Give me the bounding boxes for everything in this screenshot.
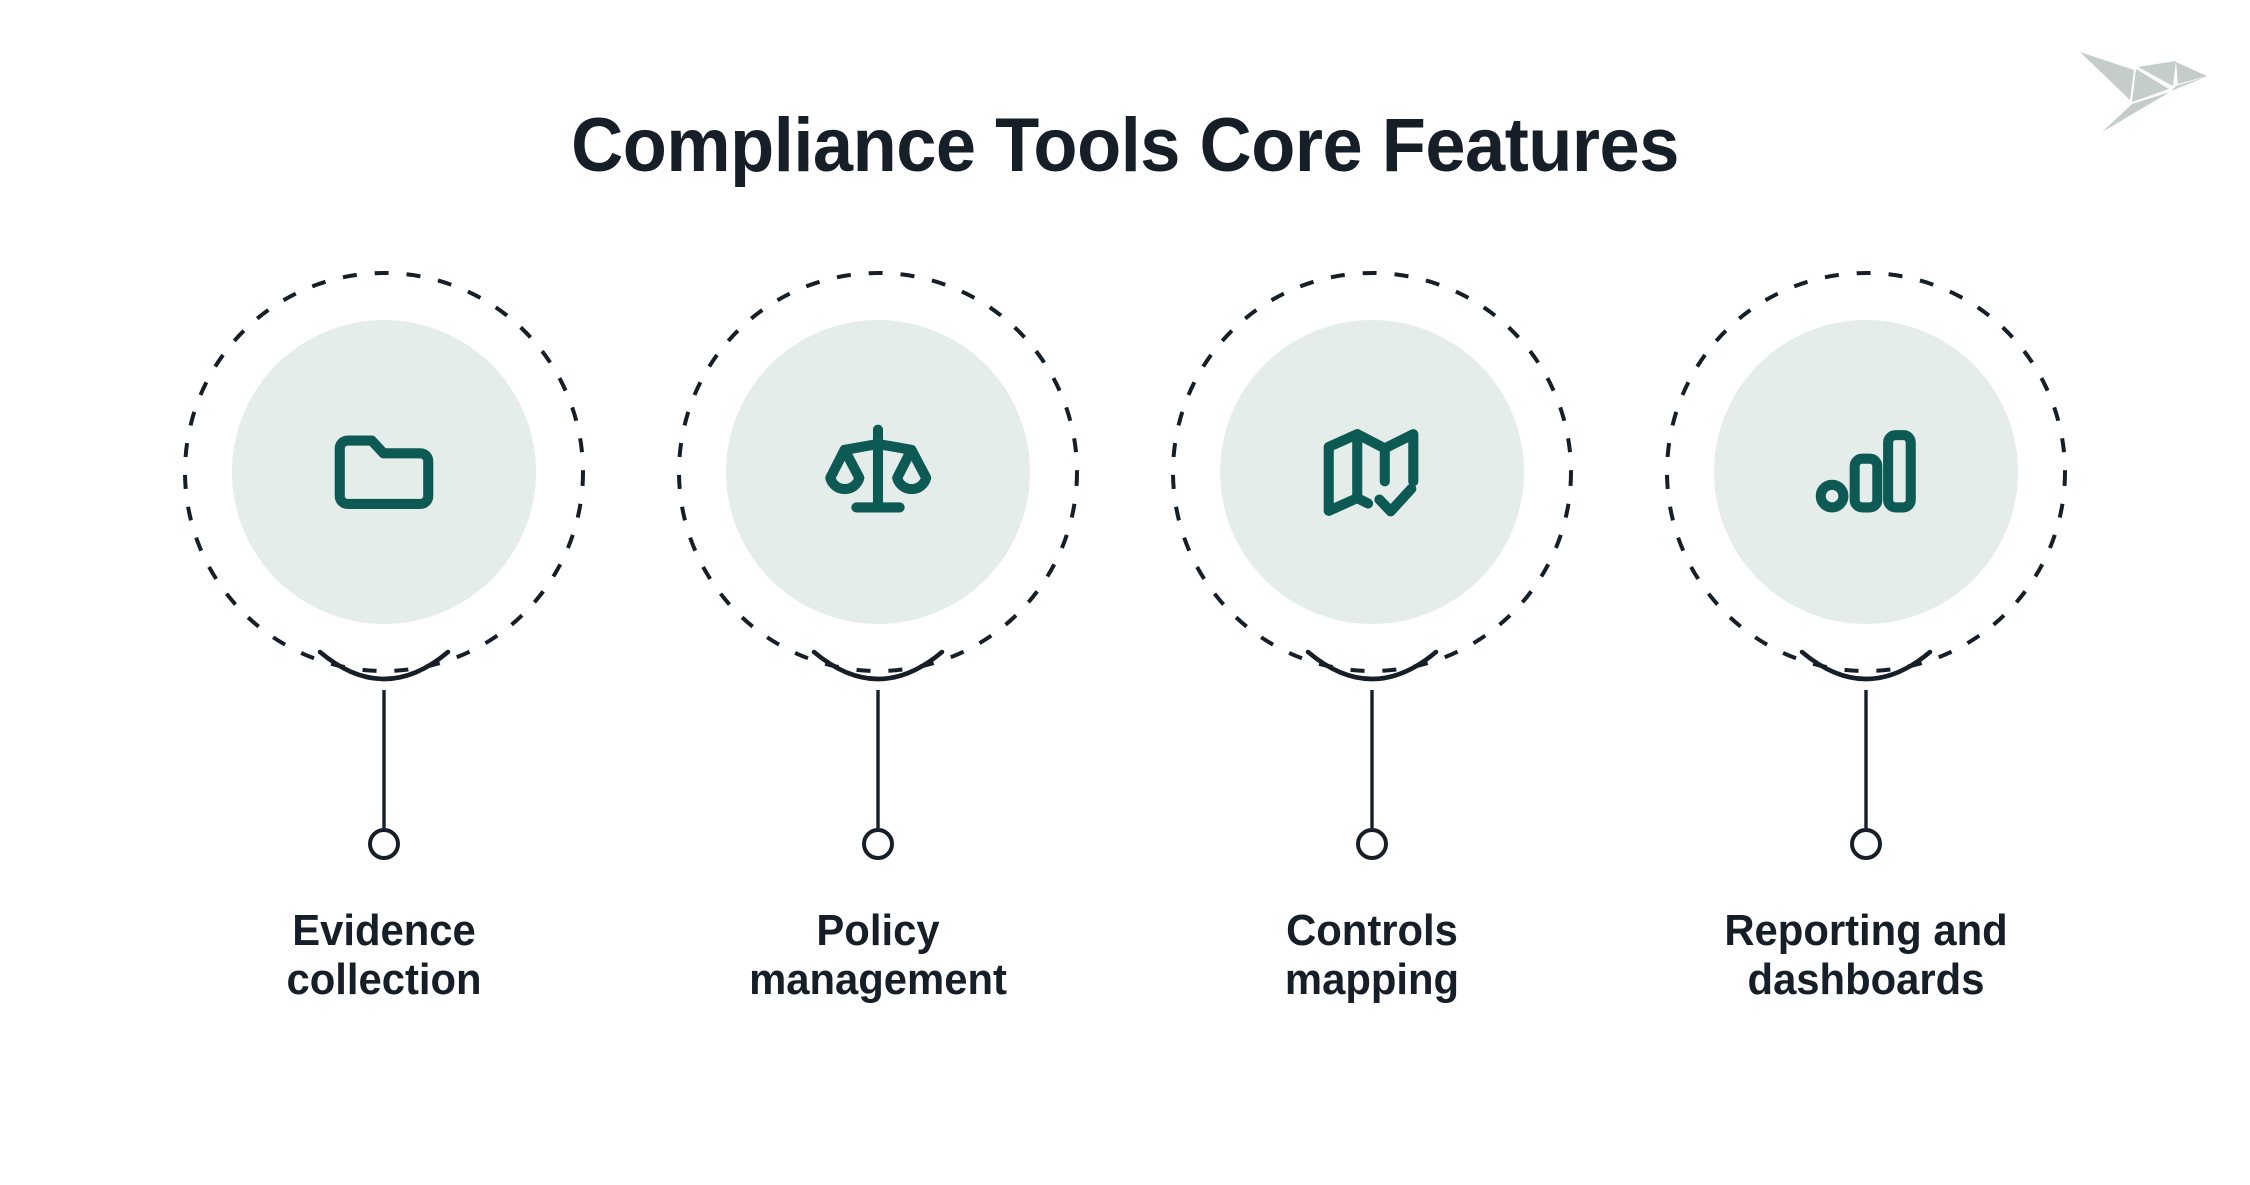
icon-badge [182, 270, 586, 674]
feature-label-line2: collection [286, 955, 482, 1005]
icon-disc [1220, 320, 1524, 624]
feature-label: Reporting and dashboards [1657, 906, 2075, 1005]
connector-line [1170, 632, 1574, 872]
feature-label: Controls mapping [1163, 906, 1581, 1005]
feature-item-evidence-collection[interactable]: Evidence collection [137, 270, 631, 1005]
icon-disc [232, 320, 536, 624]
origami-bird-logo [2072, 14, 2232, 134]
dashed-ring [1665, 271, 2067, 673]
connector-line [182, 632, 586, 872]
feature-label-line1: Evidence [292, 906, 476, 955]
icon-badge [1170, 270, 1574, 674]
feature-item-reporting-and-dashboards[interactable]: Reporting and dashboards [1619, 270, 2113, 1005]
connector-line [676, 632, 1080, 872]
page-title: Compliance Tools Core Features [571, 103, 1679, 188]
features-row: Evidence collection [0, 270, 2250, 1070]
feature-label-line1: Policy [816, 906, 940, 955]
feature-label-line1: Controls [1286, 906, 1458, 955]
connector-line [1664, 632, 2068, 872]
icon-disc [1714, 320, 2018, 624]
icon-badge [1664, 270, 2068, 674]
dashed-ring [1171, 271, 1573, 673]
icon-badge [676, 270, 1080, 674]
feature-label-line2: mapping [1284, 955, 1460, 1005]
dashed-ring [183, 271, 585, 673]
dashed-ring [677, 271, 1079, 673]
feature-label-line2: management [749, 955, 1007, 1005]
bar-chart-icon [1791, 397, 1941, 547]
feature-label-line2: dashboards [1747, 955, 1985, 1005]
feature-label: Policy management [669, 906, 1087, 1005]
folder-icon [309, 397, 459, 547]
feature-label: Evidence collection [175, 906, 593, 1005]
feature-label-line1: Reporting and [1724, 906, 2008, 955]
feature-item-policy-management[interactable]: Policy management [631, 270, 1125, 1005]
map-check-icon [1297, 397, 1447, 547]
scales-balance-icon [803, 397, 953, 547]
feature-item-controls-mapping[interactable]: Controls mapping [1125, 270, 1619, 1005]
